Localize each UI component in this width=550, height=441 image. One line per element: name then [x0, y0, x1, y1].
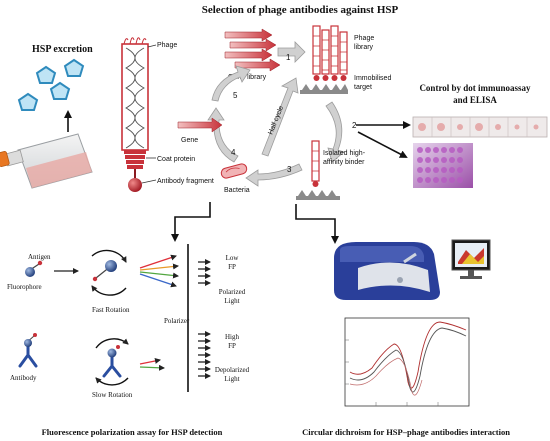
phage-label: Phage: [157, 42, 177, 49]
cycle-arrow-5: [211, 65, 251, 102]
polarized-light-label-1: Polarized: [219, 288, 246, 296]
polarized-light-arrows: [198, 259, 211, 286]
fast-rotation-group: [91, 249, 127, 296]
cycle-arrow-1: [277, 41, 306, 63]
half-cycle-arrow: [261, 77, 299, 157]
control-label-2: and ELISA: [453, 95, 497, 105]
gene-library-label: Gene library: [228, 74, 267, 81]
to-fp-arrow: [171, 202, 211, 242]
depolarized-light-label-2: Light: [224, 375, 239, 383]
phage-tip-fibers: [123, 37, 147, 45]
fragment-label-leader: [141, 179, 157, 184]
fp-caption: Fluorescence polarization assay for HSP …: [42, 427, 223, 437]
step-number-4: 4: [231, 148, 236, 157]
immobilised-target-label-1: Immobilised: [354, 75, 391, 82]
cd-spectrum-curve-2: [349, 327, 467, 393]
isolated-binder-icon: [296, 140, 340, 200]
isolated-binder-label-1: Isolated high-: [323, 150, 366, 157]
step-number-2: 2: [352, 121, 357, 130]
depolarized-light-arrows: [198, 331, 211, 379]
fast-rotation-label: Fast Rotation: [92, 306, 130, 314]
high-fp-label-1: High: [225, 333, 240, 341]
cd-spectrum-plot: [344, 317, 470, 407]
phage-library-group: [312, 25, 348, 75]
step-number-1: 1: [286, 53, 291, 62]
slow-rotation-group: [95, 338, 129, 386]
hsp-excretion-label: HSP excretion: [32, 44, 93, 55]
phage-coat-tail: [124, 150, 146, 169]
control-label-1: Control by dot immunoassay: [419, 83, 531, 93]
step-number-5: 5: [233, 91, 238, 100]
bacteria-label: Bacteria: [224, 187, 250, 194]
fluorophore-antigen-icon: [25, 260, 43, 277]
depolarized-light-label-1: Depolarized: [215, 366, 250, 374]
gene-library-arrows: [224, 28, 281, 72]
computer-monitor-icon: [451, 239, 491, 279]
bacteria-icon: [220, 163, 248, 179]
gene-label: Gene: [181, 137, 198, 144]
cycle-arrow-3: [245, 163, 303, 187]
phage-illustration: [121, 37, 157, 192]
cd-spectrum-curve-3: [349, 357, 423, 396]
phage-library-label-1: Phage: [354, 35, 374, 42]
cycle-arrow-2: [325, 101, 345, 163]
fp-fluorophore-label: Fluorophore: [7, 283, 42, 291]
slow-rotation-label: Slow Rotation: [92, 391, 133, 399]
to-cd-arrow: [295, 204, 339, 244]
polarized-light-label-2: Light: [224, 297, 239, 305]
cd-spectrometer-instrument: [334, 242, 440, 300]
antibody-fragment-ball: [128, 178, 142, 192]
fp-emission-rays-top: [139, 254, 179, 288]
hsp-pentagon-icon: [49, 81, 71, 100]
antibody-fragment-label: Antibody fragment: [157, 178, 214, 185]
step-number-3: 3: [287, 165, 292, 174]
phage-library-heads: [313, 75, 347, 81]
hsp-pentagon-icon: [63, 58, 85, 77]
low-fp-label-2: FP: [228, 263, 236, 271]
main-title: Selection of phage antibodies against HS…: [202, 4, 399, 16]
cycle-step-numbers: 1 2 3 4 5: [231, 53, 357, 174]
fp-emission-rays-bottom: [139, 358, 165, 371]
hsp-pentagon-icon: [35, 65, 57, 84]
dot-immunoassay-strip: [412, 116, 548, 138]
isolated-binder-label-2: affinity binder: [323, 159, 365, 166]
phage-label-leader: [147, 44, 157, 48]
hsp-pentagon-icon: [17, 92, 39, 111]
elisa-plate-photo: [413, 143, 473, 188]
low-fp-label-1: Low: [226, 254, 240, 262]
antibody-icon: [18, 333, 38, 368]
cd-caption: Circular dichroism for HSP–phage antibod…: [302, 427, 510, 437]
coat-protein-label: Coat protein: [157, 156, 195, 163]
fp-antibody-label: Antibody: [10, 374, 37, 382]
phage-library-bands: [313, 35, 347, 71]
immobilised-target-label-2: target: [354, 84, 372, 91]
immobilised-target-icon: [300, 84, 348, 94]
cd-spectrum-curve-1: [349, 321, 467, 389]
high-fp-label-2: FP: [228, 342, 236, 350]
culture-flask-icon: [0, 133, 93, 189]
phage-dna-helix: [125, 47, 145, 149]
fp-antigen-label: Antigen: [28, 253, 51, 261]
phage-library-label-2: library: [354, 44, 374, 51]
gene-arrow-icon: [177, 117, 223, 133]
cycle-arrows: [207, 41, 345, 187]
hsp-pentagon-group: [17, 58, 85, 111]
polarizer-label: Polarizer: [164, 317, 190, 325]
to-elisa-arrow: [357, 131, 408, 158]
